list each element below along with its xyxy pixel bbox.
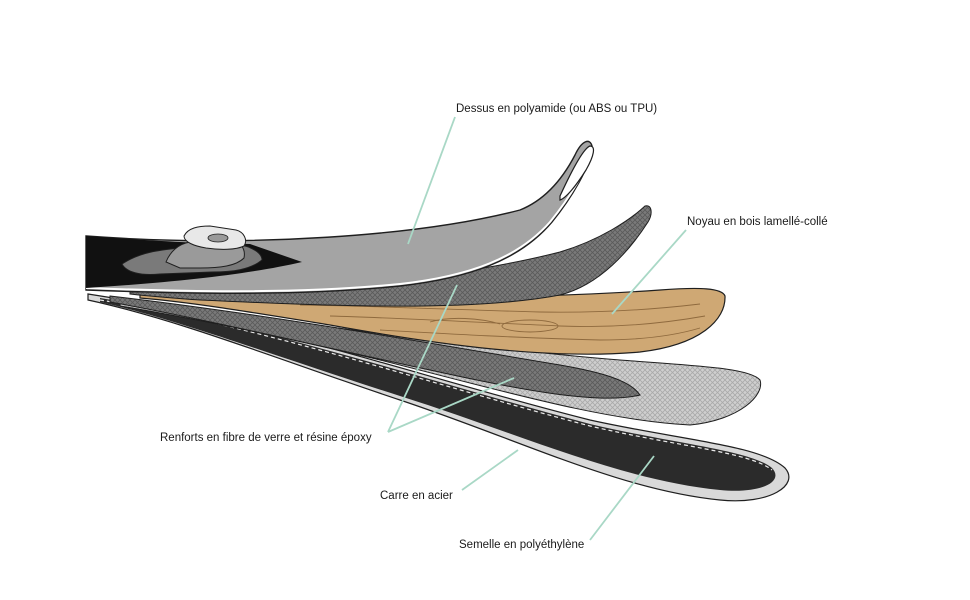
leader-base [589,455,655,541]
leader-reinforcement-a [387,284,458,433]
leader-top-sheet [407,116,456,245]
fiberglass-dark-layer-lower [109,295,641,399]
wood-core-layer [139,287,726,355]
leader-reinforcement-b [387,377,515,433]
ski-binding-icon [121,225,263,275]
label-base: Semelle en polyéthylène [459,539,585,551]
base-layer [87,293,790,502]
label-top-sheet: Dessus en polyamide (ou ABS ou TPU) [456,103,658,115]
leader-edge [461,449,519,491]
leader-core [611,229,687,315]
wood-grain-texture [299,303,706,341]
label-edge: Carre en acier [380,490,453,502]
label-reinforcement: Renforts en fibre de verre et résine épo… [160,432,372,444]
leader-lines [387,116,687,541]
label-core: Noyau en bois lamellé-collé [687,216,828,228]
